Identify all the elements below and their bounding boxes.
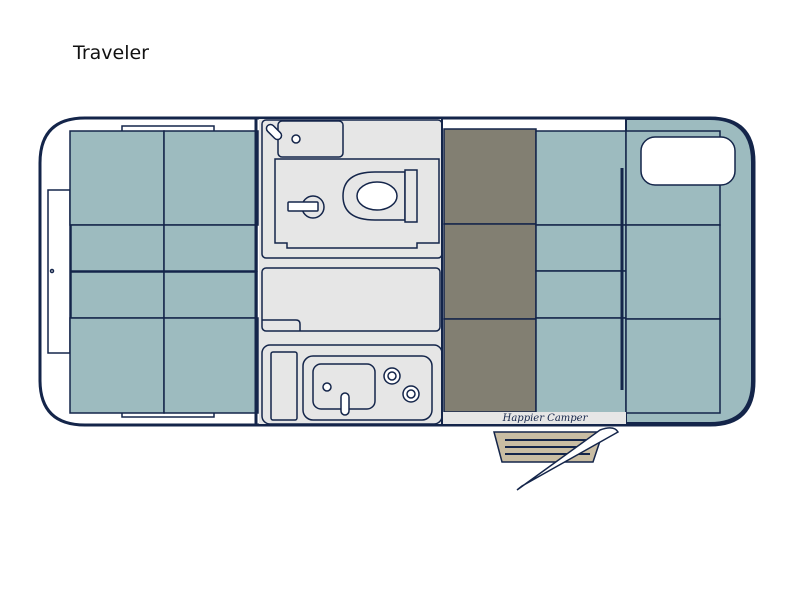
faucet-icon <box>340 392 350 416</box>
fridge <box>270 351 298 421</box>
rear-window <box>47 189 71 354</box>
rear-cushions <box>69 130 259 414</box>
floorplan-title: Traveler <box>73 42 149 64</box>
storage-cabinet <box>261 267 441 332</box>
happier-camper-logo: Happier Camper <box>502 413 589 424</box>
stove-burners-icon <box>383 367 420 403</box>
bathroom-sink <box>277 120 344 158</box>
latch-icon <box>49 268 55 274</box>
dinette-seats <box>443 128 537 413</box>
pillow <box>640 136 736 186</box>
entry-door[interactable] <box>516 427 620 491</box>
